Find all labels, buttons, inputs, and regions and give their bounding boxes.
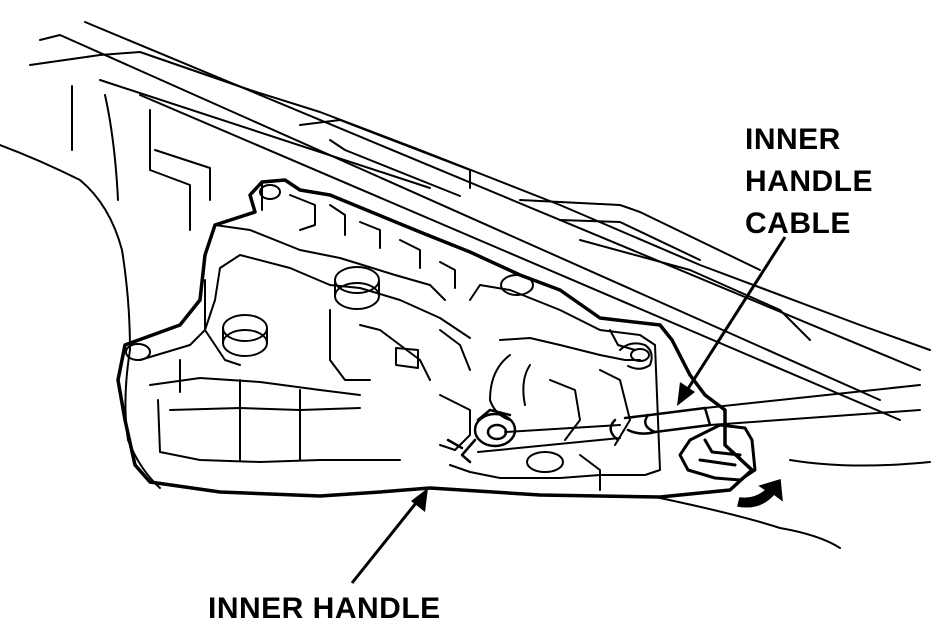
callout-line-1: INNER bbox=[745, 123, 841, 156]
callout-inner-handle: INNER HANDLE bbox=[208, 592, 441, 625]
mounting-bosses bbox=[125, 184, 650, 473]
callout-line-2: HANDLE bbox=[745, 165, 873, 198]
arrow-to-handle bbox=[350, 488, 428, 584]
door-panel bbox=[0, 21, 931, 549]
callout-inner-handle-cable: INNER HANDLE CABLE bbox=[745, 119, 873, 245]
inner-handle-cable bbox=[477, 384, 921, 453]
callout-line-3: CABLE bbox=[745, 207, 851, 240]
inner-handle-housing bbox=[116, 178, 754, 499]
rotation-arrow bbox=[737, 479, 783, 508]
cable-clip bbox=[678, 423, 757, 482]
arrow-to-cable bbox=[677, 236, 787, 406]
